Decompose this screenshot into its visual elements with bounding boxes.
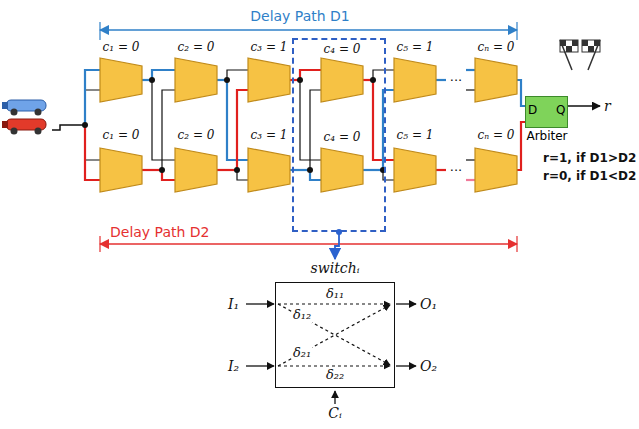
mux-symbol — [248, 148, 290, 192]
node-text: c₄ = 0 — [324, 43, 361, 57]
diagram-label: c₃ = 1 — [251, 41, 288, 55]
diagram-label: c₅ = 1 — [397, 129, 434, 143]
mux-symbol — [175, 58, 217, 102]
junction-dot — [307, 167, 313, 173]
delay-wire — [466, 69, 475, 71]
diagram-label: c₅ = 1 — [397, 41, 434, 55]
delay-wire — [466, 179, 475, 181]
junction-dot — [159, 167, 165, 173]
mux-symbol — [475, 148, 517, 192]
diagram-label: cₙ = 0 — [478, 129, 515, 143]
delay-wire — [517, 80, 525, 106]
node-text: δ₂₁ — [292, 346, 312, 361]
race-cars — [2, 100, 46, 135]
diagram-label: I₂ — [228, 358, 239, 374]
node-text: c₄ = 0 — [324, 131, 361, 145]
delay-wire — [436, 169, 446, 171]
mux-symbol — [475, 58, 517, 102]
delay-wire — [373, 70, 394, 80]
diagram-label: r=1, if D1>D2 — [543, 152, 636, 166]
diagram-label: Cᵢ — [328, 405, 342, 421]
diagram-label: c₃ = 1 — [251, 129, 288, 143]
mux-symbol — [175, 148, 217, 192]
diagram-label: ... — [450, 160, 462, 175]
node-text: δ₁₂ — [292, 308, 312, 323]
diagram-label: r — [604, 98, 611, 114]
mux-chain — [82, 58, 525, 192]
diagram-label: Delay Path D1 — [250, 8, 350, 24]
delay-wire — [300, 70, 321, 80]
stage-highlight-box: c₄ = 0 c₄ = 0 — [292, 38, 386, 232]
diagram-label: O₂ — [420, 358, 437, 374]
delay-wire — [466, 89, 475, 90]
delay-wire — [85, 125, 100, 180]
delay-wire — [85, 90, 100, 125]
node-text: δ₂₂ — [325, 368, 345, 383]
delay-wire — [517, 122, 525, 170]
delay-wire — [436, 79, 446, 81]
step-input — [52, 125, 85, 130]
diagram-label: O₁ — [420, 296, 437, 312]
switch-detail — [246, 304, 416, 404]
diagram-label: r=0, if D1<D2 — [543, 170, 636, 184]
diagram-label: c₁ = 0 — [103, 129, 140, 143]
arbiter-output — [568, 106, 600, 107]
delay-wire — [152, 80, 175, 160]
delay-wire — [162, 90, 175, 170]
junction-dot — [234, 167, 240, 173]
mux-symbol — [321, 58, 363, 102]
diagram-label: c₂ = 0 — [178, 41, 215, 55]
delay-wire — [85, 125, 100, 160]
switch-block: switchᵢ δ₁₁ δ₁₂ δ₂₁ δ₂₂ — [262, 260, 408, 390]
junction-dot — [224, 77, 230, 83]
delay-wire — [227, 70, 248, 80]
delay-wire — [237, 90, 248, 170]
delay-wire — [466, 159, 475, 160]
mux-symbol — [394, 58, 436, 102]
mux-symbol — [321, 148, 363, 192]
diagram-label: cₙ = 0 — [478, 41, 515, 55]
diagram-label: I₁ — [228, 296, 239, 312]
junction-dot — [370, 77, 376, 83]
diagram-label: c₁ = 0 — [103, 41, 140, 55]
junction-dot — [149, 77, 155, 83]
diagram-label: c₂ = 0 — [178, 129, 215, 143]
mux-symbol — [100, 58, 142, 102]
junction-dot — [82, 122, 88, 128]
delay-wire — [85, 70, 100, 125]
junction-dot — [297, 77, 303, 83]
connector — [335, 232, 339, 259]
mux-symbol — [248, 58, 290, 102]
mux-symbol — [100, 148, 142, 192]
connector-dot — [336, 229, 342, 235]
delay-path-arrows — [100, 22, 517, 252]
node-text: switchᵢ — [311, 260, 360, 276]
arbiter-block: D Q Arbiter — [518, 96, 576, 146]
node-text: δ₁₁ — [325, 287, 345, 302]
mux-symbol — [394, 148, 436, 192]
node-text: Q — [556, 104, 565, 118]
diagram-label: ... — [450, 70, 462, 85]
delay-wire — [152, 70, 175, 80]
checkered-flags — [560, 40, 600, 70]
node-text: Arbiter — [526, 130, 567, 144]
delay-wire — [310, 90, 321, 170]
connectors — [335, 229, 342, 259]
node-text: D — [528, 104, 537, 118]
diagram-label: Delay Path D2 — [110, 224, 210, 240]
